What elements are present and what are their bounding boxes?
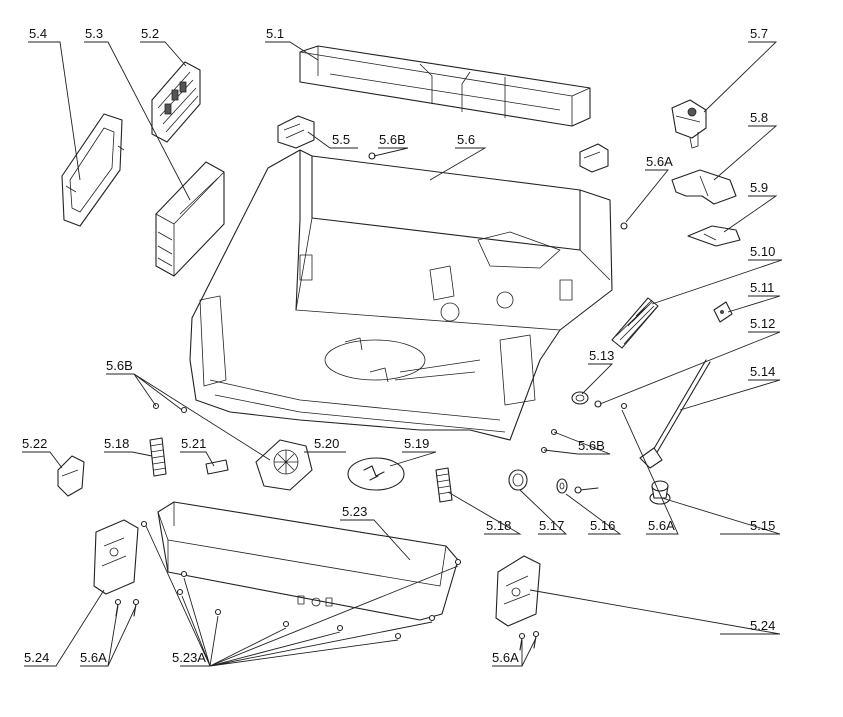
callout-5-3: 5.3 (85, 26, 103, 41)
callout-5-6A-b: 5.6A (648, 518, 675, 533)
part-5-20-pump-assembly (255, 439, 313, 491)
callout-5-6B-a: 5.6B (379, 132, 406, 147)
part-5-8-valve-cover (671, 169, 737, 205)
callout-5-12: 5.12 (750, 316, 775, 331)
part-5-18-spring-a (149, 437, 167, 477)
callout-5-22: 5.22 (22, 436, 47, 451)
callout-5-20: 5.20 (314, 436, 339, 451)
callout-5-6B-b: 5.6B (106, 358, 133, 373)
part-5-24-foot-right (495, 555, 541, 627)
callout-5-6: 5.6 (457, 132, 475, 147)
callout-5-24-a: 5.24 (24, 650, 49, 665)
callout-labels: 5.1 5.2 5.3 5.4 5.5 5.6B 5.6 5.6A 5.7 5.… (22, 26, 775, 665)
part-5-11-plate (713, 301, 733, 323)
callout-5-6A-c: 5.6A (80, 650, 107, 665)
callout-5-8: 5.8 (750, 110, 768, 125)
callout-5-24-b: 5.24 (750, 618, 775, 633)
part-5-19-disc (347, 457, 405, 491)
callout-5-19: 5.19 (404, 436, 429, 451)
callout-5-6A-a: 5.6A (646, 154, 673, 169)
callout-5-1: 5.1 (266, 26, 284, 41)
callout-5-6B-c: 5.6B (578, 438, 605, 453)
callout-5-16: 5.16 (590, 518, 615, 533)
callout-5-11: 5.11 (750, 280, 774, 295)
part-5-7-inlet-valve (671, 99, 707, 149)
callout-5-21: 5.21 (181, 436, 206, 451)
callout-5-4: 5.4 (29, 26, 47, 41)
part-5-21-clip-block (205, 459, 229, 475)
part-5-1-top-bar (299, 45, 591, 127)
part-hinge-bracket-right (579, 143, 609, 173)
callout-5-23A: 5.23A (172, 650, 206, 665)
part-5-6A-screw-b (574, 486, 599, 494)
callout-5-10: 5.10 (750, 244, 775, 259)
part-5-2-control-board (151, 61, 201, 143)
callout-5-7: 5.7 (750, 26, 768, 41)
callout-5-5: 5.5 (332, 132, 350, 147)
callout-5-18-b: 5.18 (486, 518, 511, 533)
part-5-17-seal-ring (508, 469, 528, 491)
part-5-5-hinge-bracket (277, 115, 315, 149)
part-5-22-heater-sensor (57, 455, 85, 497)
part-5-15-foot-knob (649, 480, 671, 505)
callout-5-17: 5.17 (539, 518, 564, 533)
part-5-24-foot-left (93, 519, 139, 595)
part-5-16-washer (556, 478, 568, 494)
callout-5-9: 5.9 (750, 180, 768, 195)
callout-5-23: 5.23 (342, 504, 367, 519)
leader-lines (22, 41, 783, 667)
part-5-10-corrugated-hose (611, 297, 659, 349)
part-5-9-clip (687, 225, 741, 247)
callout-5-14: 5.14 (750, 364, 775, 379)
part-5-18-spring-b (435, 467, 453, 503)
part-5-3-module-box (155, 161, 225, 277)
callout-5-2: 5.2 (141, 26, 159, 41)
part-5-13-grommet (571, 391, 589, 405)
part-5-23-front-plate (157, 501, 459, 621)
callout-5-13: 5.13 (589, 348, 614, 363)
callout-5-18-a: 5.18 (104, 436, 129, 451)
part-5-14-sensor-rod (639, 359, 711, 469)
callout-5-15: 5.15 (750, 518, 775, 533)
part-5-6-base-tub (189, 149, 613, 441)
part-5-4-panel-frame (61, 113, 125, 227)
callout-5-6A-d: 5.6A (492, 650, 519, 665)
